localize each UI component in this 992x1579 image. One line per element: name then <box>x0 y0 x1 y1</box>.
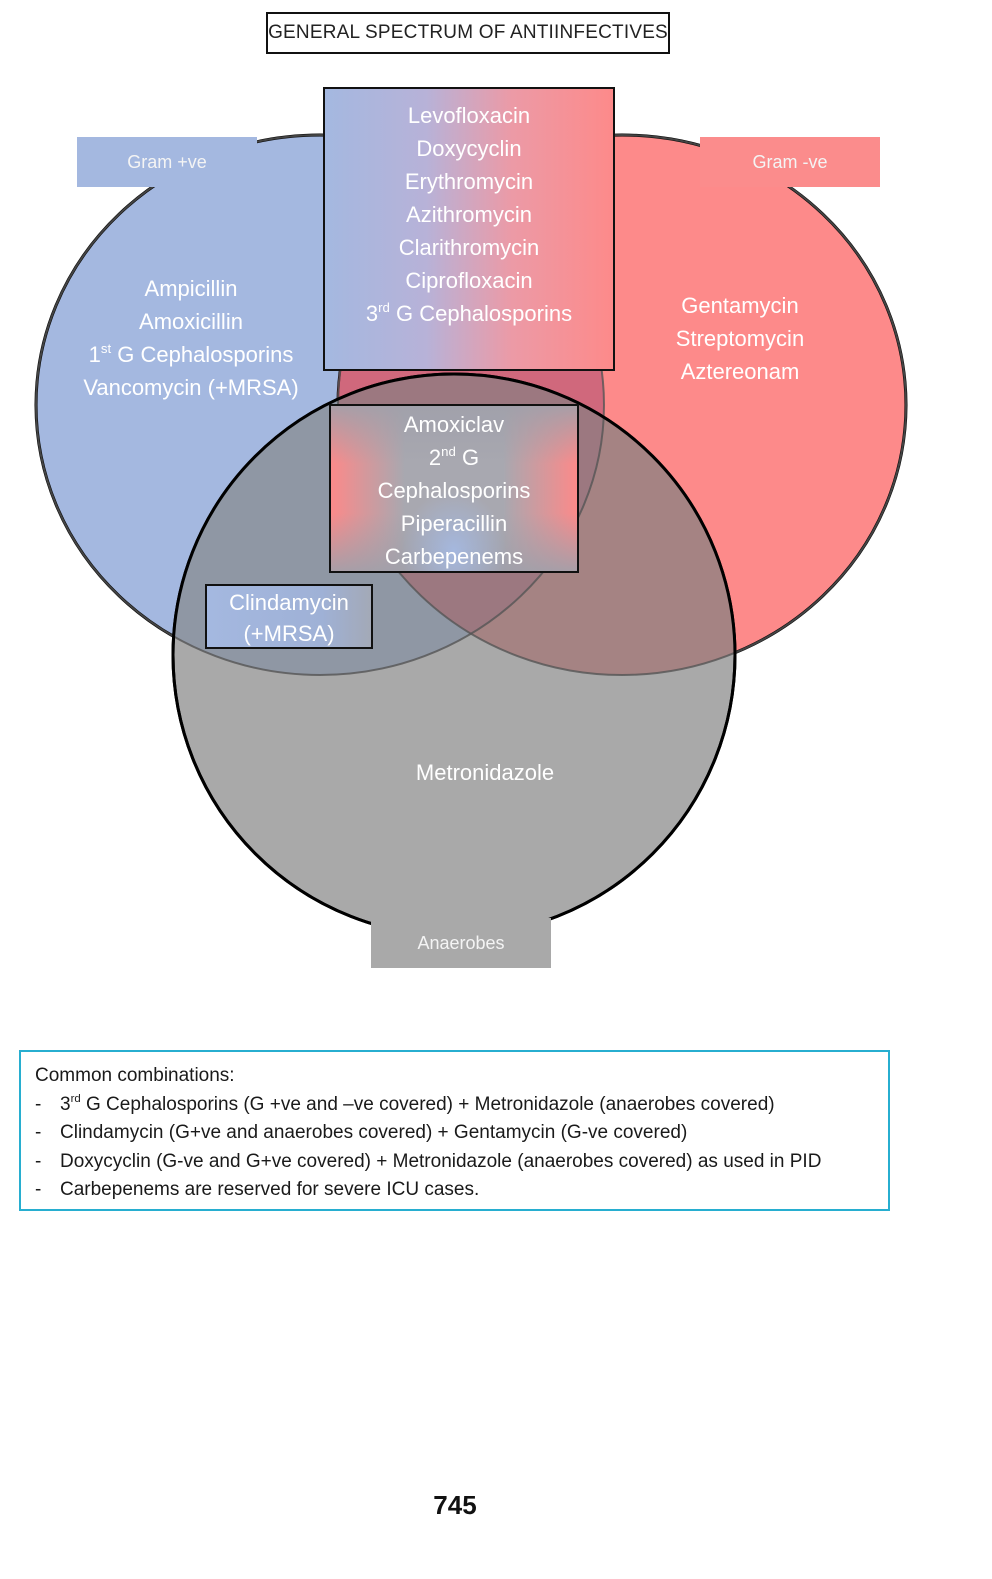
drug-item: Amoxiclav <box>403 412 505 437</box>
drug-item: Amoxicillin <box>139 309 243 334</box>
drug-item: 2nd G <box>428 443 480 470</box>
gram-pos-anaerobe-drug-box: Clindamycin (+MRSA) <box>205 584 373 649</box>
drug-item: Streptomycin <box>675 326 805 351</box>
drug-item: Doxycyclin <box>416 136 522 161</box>
gram-positive-outline <box>35 134 605 676</box>
bullet-dash: - <box>35 1122 42 1143</box>
gram-pos-neg-drug-box: Levofloxacin Doxycyclin Erythromycin Azi… <box>323 87 615 371</box>
drug-item: (+MRSA) <box>243 621 335 646</box>
drug-item: Aztereonam <box>680 359 800 384</box>
gram-negative-label: Gram -ve <box>700 137 880 187</box>
drug-item: Cephalosporins <box>377 478 531 503</box>
drug-item: Ciprofloxacin <box>405 268 533 293</box>
drug-item: Ampicillin <box>144 276 238 301</box>
combination-text: Clindamycin (G+ve and anaerobes covered)… <box>60 1122 688 1143</box>
drug-item: Carbepenems <box>384 544 524 569</box>
gram-positive-label: Gram +ve <box>77 137 257 187</box>
drug-item: 3rd G Cephalosporins <box>365 299 573 326</box>
drug-item: Clarithromycin <box>398 235 540 260</box>
combination-text: 3rd G Cephalosporins (G +ve and –ve cove… <box>60 1092 775 1115</box>
combination-item: - Clindamycin (G+ve and anaerobes covere… <box>35 1119 888 1148</box>
drug-item: Erythromycin <box>404 169 534 194</box>
drug-item: Clindamycin <box>229 590 349 615</box>
anaerobes-drug-list: Metronidazole <box>380 756 590 789</box>
common-combinations-box: Common combinations: - 3rd G Cephalospor… <box>19 1050 890 1211</box>
page-number: 745 <box>433 1490 477 1520</box>
combination-text: Doxycyclin (G-ve and G+ve covered) + Met… <box>60 1150 822 1172</box>
combination-item: - Carbepenems are reserved for severe IC… <box>35 1176 888 1205</box>
drug-item: Piperacillin <box>400 511 508 536</box>
combination-text: Carbepenems are reserved for severe ICU … <box>60 1179 480 1200</box>
diagram-title: GENERAL SPECTRUM OF ANTIINFECTIVES <box>266 12 670 54</box>
combination-item: - Doxycyclin (G-ve and G+ve covered) + M… <box>35 1148 888 1177</box>
combinations-heading: Common combinations: <box>35 1065 235 1086</box>
drug-item: Metronidazole <box>415 760 555 785</box>
gram-positive-drug-list: Ampicillin Amoxicillin 1st G Cephalospor… <box>60 272 322 404</box>
drug-item: Levofloxacin <box>407 103 531 128</box>
drug-item: Vancomycin (+MRSA) <box>83 375 299 400</box>
anaerobes-label: Anaerobes <box>371 918 551 968</box>
bullet-dash: - <box>35 1150 42 1172</box>
drug-item: Gentamycin <box>681 293 799 318</box>
drug-item: Azithromycin <box>406 202 532 227</box>
bullet-dash: - <box>35 1179 42 1200</box>
combination-item: - 3rd G Cephalosporins (G +ve and –ve co… <box>35 1091 888 1120</box>
gram-negative-drug-list: Gentamycin Streptomycin Aztereonam <box>630 289 850 388</box>
bullet-dash: - <box>35 1093 42 1115</box>
drug-item: 1st G Cephalosporins <box>88 340 294 367</box>
all-three-drug-box: Amoxiclav 2nd G Cephalosporins Piperacil… <box>329 404 579 573</box>
